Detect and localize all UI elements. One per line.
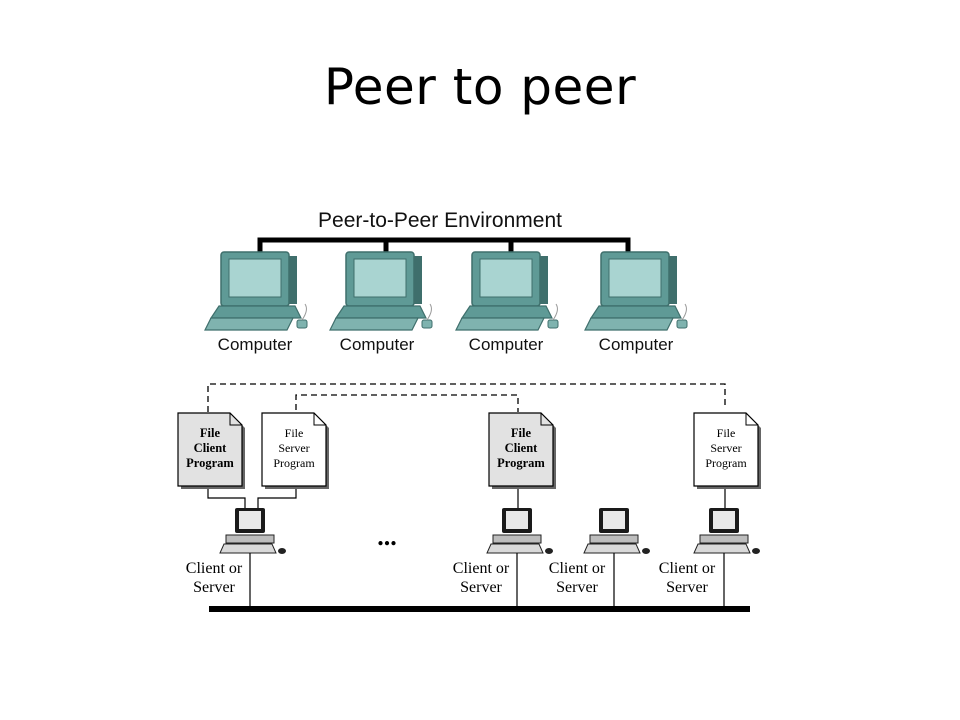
keyboard-shape <box>329 317 419 331</box>
workstation-screen <box>506 511 528 529</box>
doc-text-line: Program <box>705 456 747 470</box>
workstation-cpu <box>492 534 542 544</box>
node-label-line: Server <box>193 579 235 596</box>
workstation-mouse <box>642 548 650 554</box>
mouse-cable <box>426 303 432 321</box>
screen-shape <box>479 258 533 298</box>
doc-fold <box>745 413 758 426</box>
workstation-cpu <box>225 534 275 544</box>
base-shape <box>460 305 553 319</box>
doc-text-line: Client <box>505 441 538 455</box>
screen-shape <box>228 258 282 298</box>
monitor-side <box>414 256 422 304</box>
computer-3: Computer <box>455 251 559 354</box>
node-label-line: Client or <box>549 560 606 577</box>
mouse-shape <box>421 319 433 329</box>
client-server-node-3: Client or Server <box>549 508 650 606</box>
node-label-line: Client or <box>659 560 716 577</box>
doc-page <box>488 412 554 487</box>
doc-page <box>693 412 759 487</box>
doc-fold <box>229 413 242 426</box>
computer-label: Computer <box>218 335 293 354</box>
environment-bus-line <box>257 237 631 254</box>
keyboard-shape <box>455 317 545 331</box>
doc-text-line: File <box>717 426 736 440</box>
doc-text-line: Client <box>194 441 227 455</box>
workstation-mouse <box>278 548 286 554</box>
doc-text-line: Server <box>278 441 309 455</box>
doc-text-line: Program <box>186 456 234 470</box>
workstation-cpu <box>699 534 749 544</box>
mouse-cable <box>552 303 558 321</box>
node-label-line: Server <box>666 579 708 596</box>
keyboard-shape <box>584 317 674 331</box>
workstation-screen <box>239 511 261 529</box>
computer-label: Computer <box>599 335 674 354</box>
doc-text-line: File <box>200 426 221 440</box>
screen-shape <box>353 258 407 298</box>
dashed-link-inner <box>295 394 519 412</box>
computer-4: Computer <box>584 251 688 354</box>
monitor-side <box>289 256 297 304</box>
keyboard-shape <box>204 317 294 331</box>
slide-title: Peer to peer <box>323 58 637 116</box>
environment-heading: Peer-to-Peer Environment <box>318 209 562 232</box>
node-label-line: Server <box>460 579 502 596</box>
computer-label: Computer <box>340 335 415 354</box>
mouse-shape <box>296 319 308 329</box>
node-label-line: Client or <box>186 560 243 577</box>
doc-text-line: File <box>511 426 532 440</box>
lan-bus <box>209 606 750 612</box>
workstation-screen <box>603 511 625 529</box>
base-shape <box>334 305 427 319</box>
program-documents: FileClientProgramFileServerProgramFileCl… <box>177 412 761 489</box>
computer-1: Computer <box>204 251 308 354</box>
workstation-keyboard <box>583 543 641 554</box>
client-server-nodes: Client or Server Client or Server Client or S… <box>186 508 760 606</box>
workstation-screen <box>713 511 735 529</box>
bottom-network-diagram: FileClientProgramFileServerProgramFileCl… <box>177 383 761 612</box>
client-server-node-2: Client or Server <box>453 508 553 606</box>
workstation-keyboard <box>219 543 277 554</box>
ellipsis: ... <box>377 522 397 551</box>
workstation-mouse <box>545 548 553 554</box>
doc-fold <box>313 413 326 426</box>
client-server-node-4: Client or Server <box>659 508 760 606</box>
monitor-side <box>540 256 548 304</box>
screen-shape <box>608 258 662 298</box>
mouse-shape <box>547 319 559 329</box>
workstation-cpu <box>589 534 639 544</box>
mouse-cable <box>301 303 307 321</box>
monitor-side <box>669 256 677 304</box>
base-shape <box>209 305 302 319</box>
doc-text-line: Program <box>273 456 315 470</box>
node-label-line: Server <box>556 579 598 596</box>
doc-connector-left <box>207 486 297 508</box>
doc-text-line: File <box>285 426 304 440</box>
dashed-link-outer <box>207 383 726 412</box>
workstation-keyboard <box>486 543 544 554</box>
client-server-node-1: Client or Server <box>186 508 286 606</box>
doc-text-line: Program <box>497 456 545 470</box>
mouse-shape <box>676 319 688 329</box>
top-computers: Computer Computer Computer Computer <box>204 251 688 354</box>
workstation-mouse <box>752 548 760 554</box>
base-shape <box>589 305 682 319</box>
doc-page <box>261 412 327 487</box>
doc-page <box>177 412 243 487</box>
doc-text-line: Server <box>710 441 741 455</box>
mouse-cable <box>681 303 687 321</box>
node-label-line: Client or <box>453 560 510 577</box>
doc-fold <box>540 413 553 426</box>
computer-label: Computer <box>469 335 544 354</box>
workstation-keyboard <box>693 543 751 554</box>
computer-2: Computer <box>329 251 433 354</box>
